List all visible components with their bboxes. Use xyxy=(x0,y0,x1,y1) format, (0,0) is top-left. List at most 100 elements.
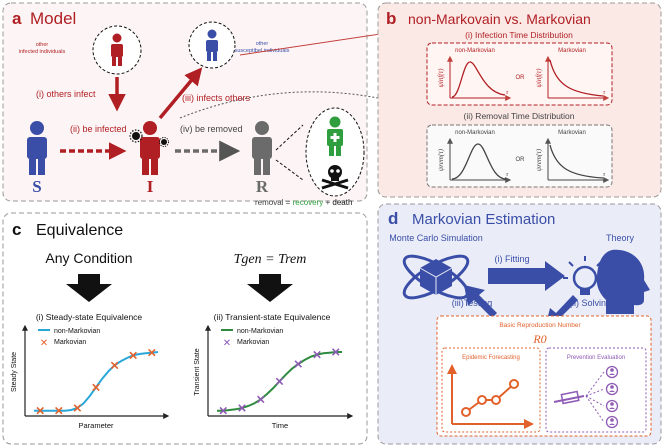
panel-b-letter: b xyxy=(386,9,396,28)
infected-person-icon-large xyxy=(140,121,160,175)
compartment-s: S xyxy=(32,177,41,196)
panel-d-title: Markovian Estimation xyxy=(412,211,555,228)
transient-markovian-marker xyxy=(294,360,303,368)
panel-c-title: Equivalence xyxy=(36,222,123,239)
removal-or-label: OR xyxy=(516,157,526,163)
theory-head-icon xyxy=(563,249,650,314)
infection-or-label: OR xyxy=(516,75,526,81)
steady-markovian-marker xyxy=(36,406,44,415)
removal-markovian-label: Markovian xyxy=(558,130,586,136)
steady-markovian-marker xyxy=(148,348,156,357)
removal-ellipse xyxy=(305,107,365,197)
tgen-trem-label: Tgen = Trem xyxy=(234,252,307,267)
transient-chart-title: (ii) Transient-state Equivalence xyxy=(214,312,331,322)
cube-simulation-icon xyxy=(402,254,470,300)
removal-link-bottom xyxy=(275,159,304,181)
removal-non-markovian-curve xyxy=(451,143,507,180)
steady-markovian-marker xyxy=(110,361,119,370)
steady-legend-non-markovian: non-Markovian xyxy=(54,328,100,335)
removal-distribution-title: (ii) Removal Time Distribution xyxy=(464,111,575,121)
steady-markovian-marker xyxy=(92,383,100,392)
virus-icon xyxy=(129,129,169,147)
forecast-label: Epidemic Forecasting xyxy=(462,355,520,361)
testing-arrow xyxy=(464,285,497,318)
removed-person-icon xyxy=(252,121,272,175)
down-arrow-right-icon xyxy=(247,274,293,302)
removal-tau-label-2: τ xyxy=(603,172,606,178)
any-condition-label: Any Condition xyxy=(45,250,132,266)
prevention-box xyxy=(545,347,647,433)
steady-legend-markovian: Markovian xyxy=(54,339,86,346)
removal-tau-label-1: τ xyxy=(506,172,509,178)
transient-markovian-marker xyxy=(313,350,321,359)
steady-chart-ylabel: Steady State xyxy=(11,352,18,392)
other-infected-label-2: infected individuals xyxy=(19,49,66,55)
skull-icon xyxy=(321,165,349,190)
steady-markovian-marker xyxy=(129,351,137,360)
fitting-arrow xyxy=(488,261,565,291)
removal-link-top xyxy=(275,124,304,151)
panel-b-title: non-Markovain vs. Markovian xyxy=(408,11,591,27)
other-susceptible-label-1: other xyxy=(256,41,269,47)
compartment-r: R xyxy=(256,177,269,196)
transient-chart-plot xyxy=(217,348,342,415)
infection-non-markovian-label: non-Markovian xyxy=(455,48,495,54)
steady-chart-xlabel: Parameter xyxy=(78,421,114,430)
syringe-icon xyxy=(553,390,585,405)
monte-carlo-label: Monte Carlo Simulation xyxy=(389,233,483,243)
transient-markovian-marker xyxy=(238,404,246,412)
compartment-i: I xyxy=(147,177,154,196)
panel-c: c Equivalence Any Condition Tgen = Trem … xyxy=(2,212,368,445)
removal-psi-label-1: ψrem(τ) xyxy=(437,148,445,171)
steady-chart-plot xyxy=(34,348,159,415)
panel-a-letter: a xyxy=(12,9,22,28)
infection-psi-label-2: ψinf(τ) xyxy=(535,68,543,88)
down-arrow-left-icon xyxy=(66,274,112,302)
infection-distribution-box xyxy=(426,42,613,106)
fitting-label: (i) Fitting xyxy=(494,254,529,264)
transient-legend-non-markovian: non-Markovian xyxy=(237,328,283,335)
removal-markovian-curve xyxy=(549,144,604,179)
transient-markovian-marker xyxy=(219,406,228,415)
panel-d-letter: d xyxy=(388,209,398,228)
panel-a-title: Model xyxy=(30,9,76,28)
infection-distribution-title: (i) Infection Time Distribution xyxy=(465,30,573,40)
removal-equation: removal = recovery + death xyxy=(255,198,352,207)
steady-chart-title: (i) Steady-state Equivalence xyxy=(36,312,143,322)
solving-label: (ii) Solving xyxy=(569,298,611,308)
others-infect-label: (i) others infect xyxy=(36,89,96,99)
infection-markovian-label: Markovian xyxy=(558,48,586,54)
other-susceptible-label-2: susceptibel individuals xyxy=(235,48,290,54)
panel-c-letter: c xyxy=(12,220,21,239)
infection-tau-label-1: τ xyxy=(506,90,509,96)
removal-psi-label-2: ψrem(τ) xyxy=(535,148,543,171)
transient-markovian-marker xyxy=(256,395,265,404)
infection-psi-label-1: ψinf(τ) xyxy=(437,68,445,88)
other-infected-label-1: other xyxy=(36,42,49,48)
infection-markovian-curve xyxy=(549,59,604,97)
be-removed-label: (iv) be removed xyxy=(180,124,243,134)
testing-label: (iii)Testing xyxy=(452,298,493,308)
transient-chart-xlabel: Time xyxy=(272,421,288,430)
transient-legend-marker: ✕ xyxy=(223,338,231,349)
infects-others-arrow xyxy=(158,67,203,120)
prevention-label: Prevention Evaluation xyxy=(567,355,625,361)
infection-non-markovian-curve xyxy=(451,61,506,98)
r0-label: R0 xyxy=(532,332,546,346)
panel-d: d Markovian Estimation Monte Carlo Simul… xyxy=(377,203,662,445)
susceptible-person-icon xyxy=(27,121,47,175)
infection-tau-label-2: τ xyxy=(603,90,606,96)
prevention-tree-icon xyxy=(585,365,619,429)
steady-markovian-marker xyxy=(55,406,63,415)
recovered-person-icon xyxy=(327,116,343,156)
be-infected-label: (ii) be infected xyxy=(70,124,127,134)
transient-markovian-marker xyxy=(275,377,284,386)
removal-non-markovian-label: non-Markovian xyxy=(455,130,495,136)
transient-chart-ylabel: Transient State xyxy=(194,348,201,395)
brn-label: Basic Reproduction Number xyxy=(499,322,581,329)
theory-label: Theory xyxy=(606,233,635,243)
infected-person-icon xyxy=(111,33,123,66)
infects-others-label: (iii) infects others xyxy=(182,93,251,103)
panel-b: b non-Markovain vs. Markovian (i) Infect… xyxy=(377,2,662,198)
